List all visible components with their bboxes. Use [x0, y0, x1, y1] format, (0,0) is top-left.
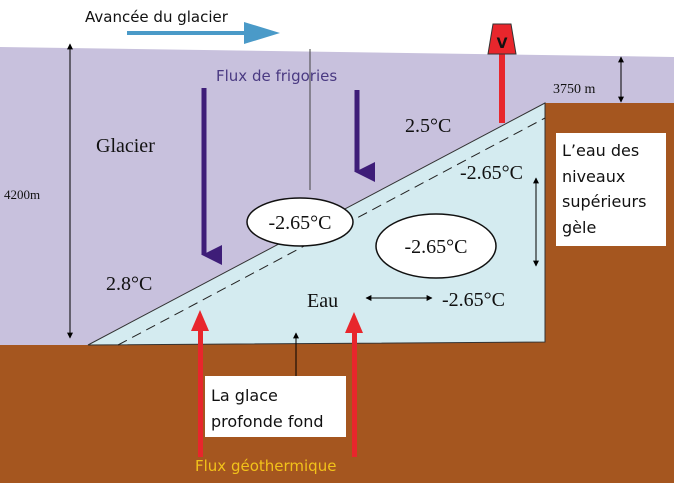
- altitude-top-label: 3750 m: [553, 82, 596, 97]
- vent-marker: [487, 23, 517, 123]
- temp-bubble-right-text: -2.65°C: [405, 236, 468, 258]
- temp-right-top: 2.5°C: [405, 115, 451, 137]
- altitude-left-label: 4200m: [4, 187, 40, 202]
- deep-ice-line-1: La glace: [211, 386, 278, 405]
- water-label: Eau: [307, 290, 338, 312]
- vent-marker-label: V: [497, 36, 508, 52]
- deep-ice-line-2: profonde fond: [211, 412, 324, 431]
- upper-water-line-1: L’eau des: [562, 141, 639, 160]
- temp-water: -2.65°C: [442, 289, 505, 311]
- frigories-flux-label: Flux de frigories: [216, 67, 337, 85]
- temp-bubble-right: [375, 213, 497, 279]
- geothermal-flux-label: Flux géothermique: [195, 457, 336, 475]
- geothermal-arrow-left: [191, 310, 209, 457]
- temp-slope: -2.65°C: [460, 162, 523, 184]
- glacier-label: Glacier: [96, 135, 155, 157]
- temp-left-bottom: 2.8°C: [106, 273, 152, 295]
- glacier-body: [0, 47, 674, 345]
- upper-water-line-2: niveaux: [562, 167, 625, 186]
- geothermal-arrow-right: [345, 312, 363, 457]
- upper-water-line-4: gèle: [562, 218, 596, 237]
- glacier-advance-label: Avancée du glacier: [85, 8, 229, 26]
- glacier-advance-arrow: [127, 22, 280, 44]
- upper-water-line-3: supérieurs: [562, 192, 646, 211]
- upper-water-box: [556, 133, 666, 246]
- bedrock-ground: [0, 103, 674, 483]
- temp-bubble-left: [246, 197, 354, 247]
- deep-ice-box: [205, 376, 346, 437]
- temp-bubble-left-text: -2.65°C: [269, 212, 332, 234]
